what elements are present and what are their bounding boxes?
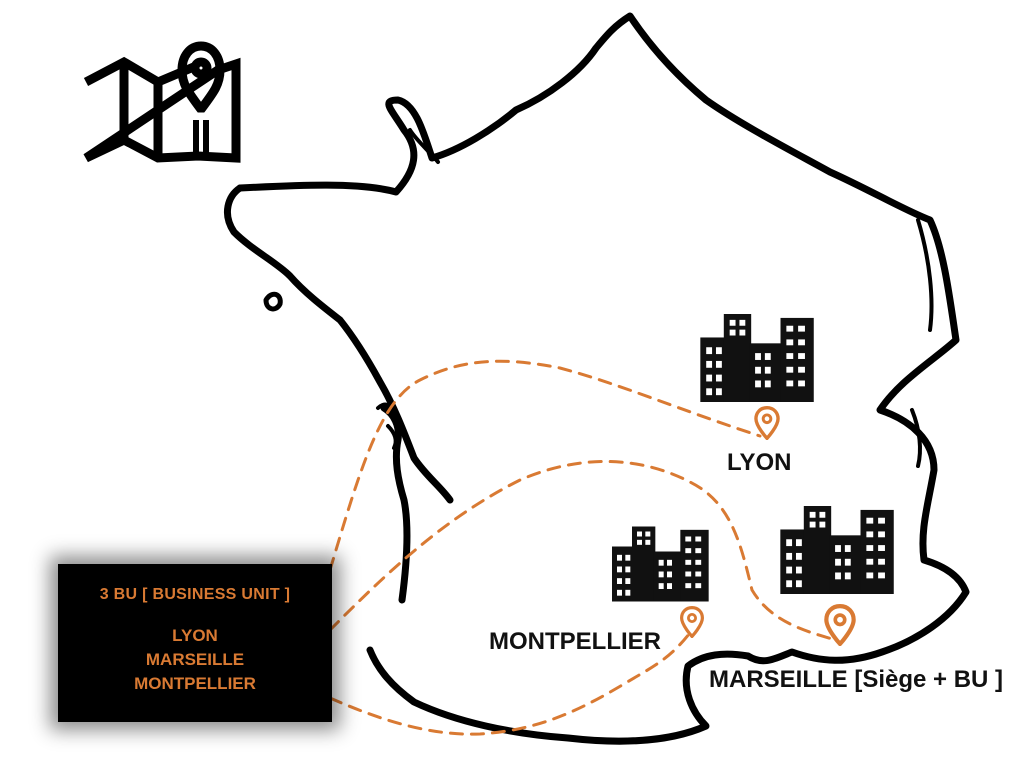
france-outline	[223, 12, 970, 745]
folded-map-with-pin-icon	[83, 41, 241, 163]
connection-routes	[328, 359, 838, 736]
list-item: MONTPELLIER	[134, 674, 256, 693]
business-units-list: LYON MARSEILLE MONTPELLIER	[58, 624, 332, 696]
montpellier-pin-icon[interactable]	[680, 606, 704, 638]
city-label-lyon: LYON	[727, 449, 792, 476]
lyon-pin-icon[interactable]	[754, 406, 780, 440]
city-label-marseille: MARSEILLE [Siège + BU ]	[709, 666, 1004, 693]
list-item: LYON	[172, 626, 218, 645]
business-units-panel: 3 BU [ BUSINESS UNIT ] LYON MARSEILLE MO…	[58, 564, 332, 722]
marseille-buildings-icon	[780, 506, 894, 594]
montpellier-buildings-icon	[612, 526, 709, 602]
city-label-montpellier: MONTPELLIER	[489, 628, 661, 655]
business-units-heading: 3 BU [ BUSINESS UNIT ]	[99, 586, 291, 603]
lyon-buildings-icon	[700, 314, 814, 402]
list-item: MARSEILLE	[145, 650, 245, 669]
